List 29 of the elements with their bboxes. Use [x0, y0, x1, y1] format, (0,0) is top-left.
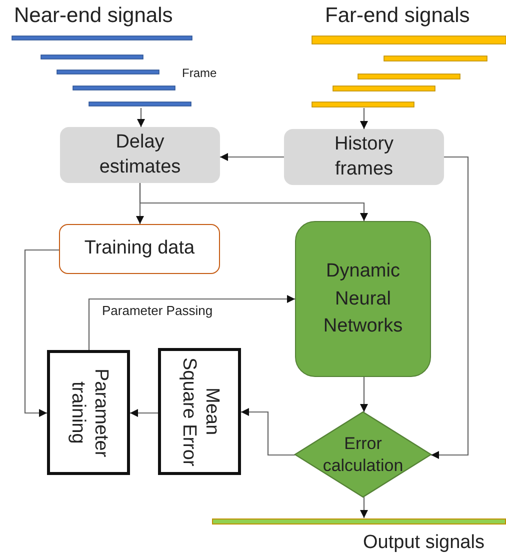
- process-box: [60, 127, 220, 183]
- arrow: [88, 295, 295, 350]
- network-box: [295, 221, 431, 377]
- arrow: [241, 408, 295, 456]
- arrow: [360, 497, 368, 518]
- edge-label: Parameter Passing: [102, 304, 213, 318]
- arrow: [137, 108, 145, 127]
- arrow: [130, 409, 158, 417]
- frame-label: Frame: [182, 66, 217, 82]
- box-label: Mean Square Error: [178, 356, 222, 468]
- arrow: [360, 108, 368, 129]
- process-box: [47, 350, 130, 475]
- box-label: Training data: [83, 236, 196, 261]
- process-box: [284, 129, 444, 185]
- box-label: Delay estimates: [98, 130, 182, 179]
- signal-title: Near-end signals: [14, 3, 173, 29]
- arrow: [431, 156, 469, 459]
- arrow: [139, 183, 368, 221]
- box-label: Error calculation: [322, 432, 404, 476]
- process-box: [158, 348, 241, 475]
- signal-title: Far-end signals: [325, 3, 470, 29]
- signal-title: Output signals: [363, 533, 484, 554]
- arrow: [220, 153, 284, 161]
- box-label: History frames: [333, 132, 395, 181]
- box-label: Parameter training: [66, 367, 112, 459]
- box-label: Dynamic Neural Networks: [322, 260, 404, 339]
- arrow: [360, 377, 368, 412]
- arrow: [24, 249, 59, 417]
- data-box: [59, 224, 220, 274]
